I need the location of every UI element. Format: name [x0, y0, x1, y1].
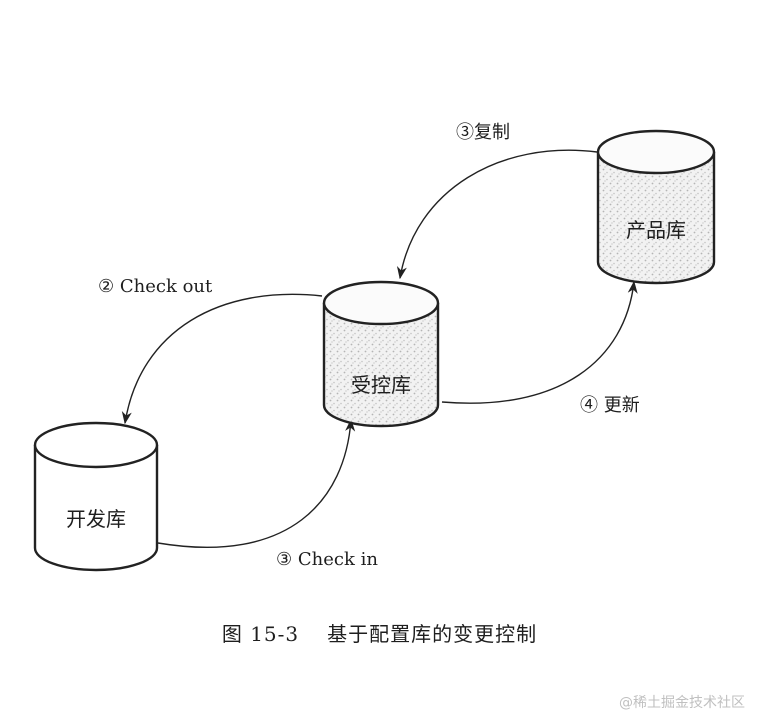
edge-update-label: ④ 更新 [580, 395, 640, 416]
node-dev-library: 开发库 [33, 421, 159, 572]
figure-number: 图 15-3 [221, 622, 300, 646]
watermark: @稀土掘金技术社区 [619, 695, 745, 711]
edge-checkout-arrow [121, 293, 323, 425]
edge-checkin-label: ③ Check in [276, 549, 378, 570]
edge-update-arrow [441, 280, 638, 404]
figure-title: 基于配置库的变更控制 [327, 622, 538, 646]
figure-caption: 图 15-3 基于配置库的变更控制 [0, 618, 759, 647]
node-controlled-library: 受控库 [322, 280, 440, 428]
node-controlled-library-label: 受控库 [351, 373, 411, 397]
node-product-library-label: 产品库 [626, 218, 686, 242]
edge-copy-arrow [396, 149, 598, 280]
node-dev-library-label: 开发库 [66, 507, 126, 531]
edge-copy-label: ③复制 [456, 122, 510, 143]
edge-checkin-arrow [157, 418, 356, 548]
node-product-library: 产品库 [596, 129, 716, 285]
edge-checkout-label: ② Check out [98, 276, 213, 297]
